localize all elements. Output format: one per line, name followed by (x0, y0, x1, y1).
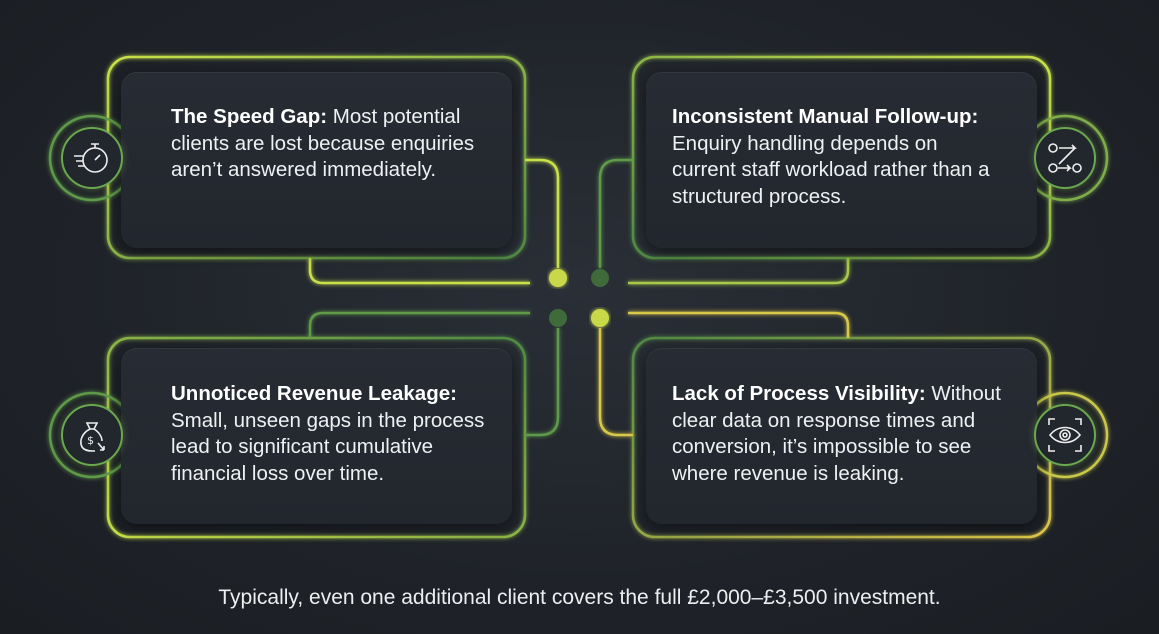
card-title: Unnoticed Revenue Leakage: (171, 382, 457, 405)
footer-note: Typically, even one additional client co… (218, 586, 941, 609)
card-speed-gap: The Speed Gap: Most potential clients ar… (121, 72, 512, 248)
hub-dot (549, 269, 567, 287)
card-body: Most potential clients are lost because … (171, 105, 475, 181)
card-revenue-leakage: Unnoticed Revenue Leakage: Small, unseen… (121, 348, 512, 524)
card-title: Inconsistent Manual Follow-up: (672, 105, 979, 128)
hub-dot (549, 309, 567, 327)
card-body: Without clear data on response times and… (672, 382, 1001, 485)
workflow-icon (1034, 127, 1096, 189)
card-title: Lack of Process Visibility: (672, 382, 926, 405)
hub-dot (591, 269, 609, 287)
eye-scan-icon (1034, 404, 1096, 466)
svg-text:$: $ (87, 434, 94, 447)
stopwatch-icon (61, 127, 123, 189)
card-title: The Speed Gap: (171, 105, 328, 128)
hub-dot (591, 309, 609, 327)
card-process-visibility: Lack of Process Visibility: Without clea… (646, 348, 1037, 524)
card-manual-follow-up: Inconsistent Manual Follow-up: Enquiry h… (646, 72, 1037, 248)
card-body: Small, unseen gaps in the process lead t… (171, 408, 485, 485)
money-bag-icon: $ (61, 404, 123, 466)
card-body: Enquiry handling depends on current staf… (672, 131, 990, 208)
